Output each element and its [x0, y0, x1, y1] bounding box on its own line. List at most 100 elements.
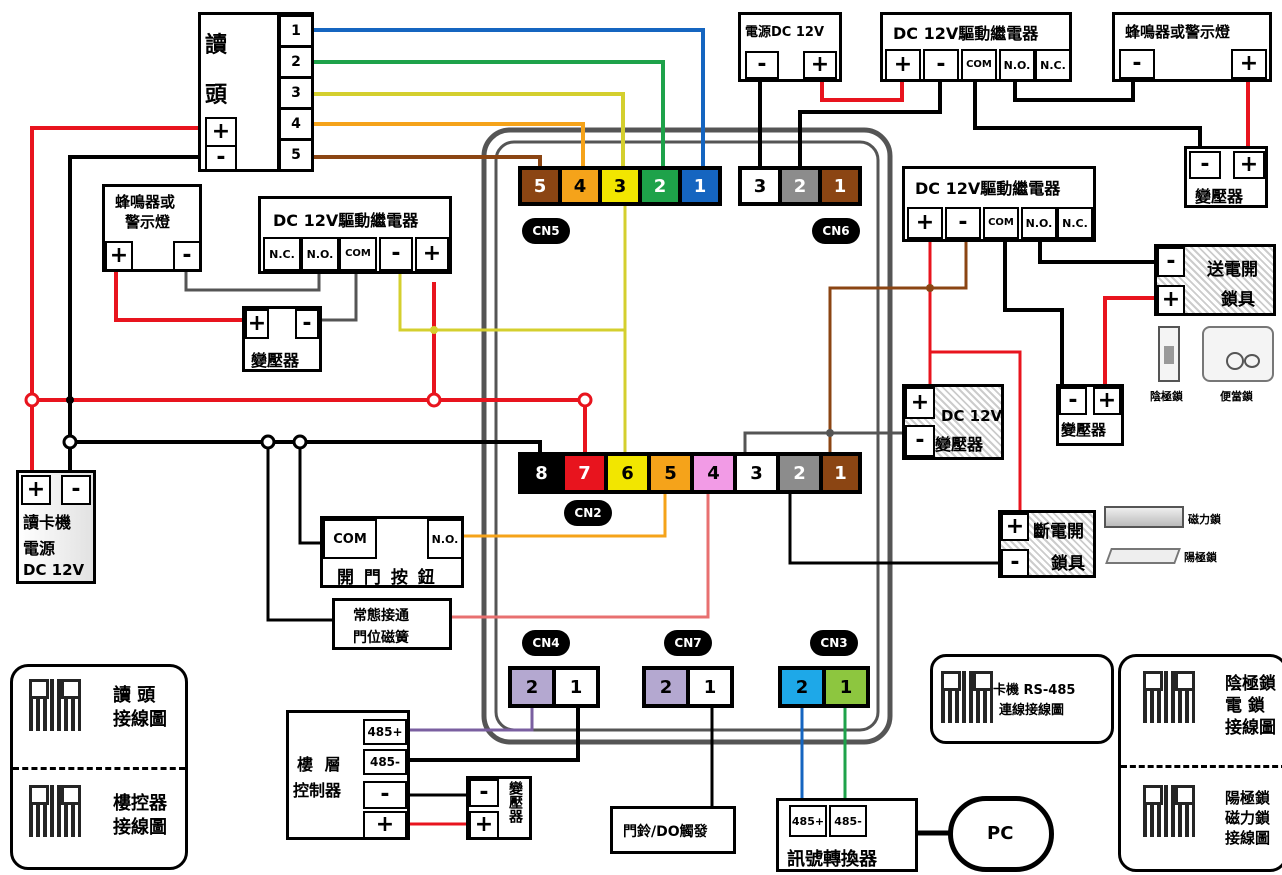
cn2-pin-1: 1: [821, 454, 860, 492]
cn2-pin-6: 6: [606, 454, 649, 492]
floor-controller-label-1: 樓 層: [297, 755, 344, 774]
cn5-pin-4: 4: [560, 168, 600, 204]
relay-right-title: DC 12V驅動繼電器: [915, 179, 1061, 198]
cn3-connector: 2 1: [778, 666, 870, 708]
qr-mid-line2: 連線接線圖: [999, 703, 1065, 718]
buzzer-left-title-2: 警示燈: [125, 213, 171, 231]
cn7-pin-1: 1: [688, 668, 732, 706]
card-power-plus: +: [21, 475, 51, 505]
qr-right-item1-line1: 陰極鎖: [1225, 674, 1276, 694]
card-power-label-1: 讀卡機: [23, 513, 72, 532]
magnetic-lock-image: [1104, 506, 1184, 528]
transformer-l-plus: +: [245, 309, 269, 339]
cn6-pin-2: 2: [780, 168, 820, 204]
cn4-pin-2: 2: [510, 668, 554, 706]
door-sensor-label-2: 門位磁簧: [353, 630, 409, 646]
converter-485minus: 485-: [829, 805, 867, 837]
relay-right-no: N.O.: [1021, 207, 1057, 239]
cn7-connector: 2 1: [642, 666, 734, 708]
card-power-minus: -: [61, 475, 91, 505]
relay-top-minus: -: [923, 49, 959, 81]
qr-left-divider: [13, 767, 185, 770]
dc-transformer: + - DC 12V 變壓器: [902, 384, 1004, 460]
relay-top: DC 12V驅動繼電器 + - COM N.O. N.C.: [880, 12, 1072, 82]
cn4-connector: 2 1: [508, 666, 600, 708]
transformer-r-minus: -: [1059, 387, 1087, 415]
lock-on-plus: +: [1157, 285, 1185, 315]
open-button-com: COM: [323, 519, 377, 559]
cn5-pin-1: 1: [680, 168, 720, 204]
lock-on-minus: -: [1157, 247, 1185, 277]
floor-controller-minus: -: [363, 781, 407, 809]
card-reader-power: + - 讀卡機 電源 DC 12V: [16, 470, 96, 584]
reader-pin-4: 4: [279, 108, 313, 140]
signal-converter: 485+ 485- 訊號轉換器: [776, 798, 918, 872]
transformer-right: - + 變壓器: [1056, 384, 1124, 446]
cn6-pin-3: 3: [740, 168, 780, 204]
qr-right-item1-line3: 接線圖: [1225, 718, 1276, 738]
buzzer-top: 蜂鳴器或警示燈 - +: [1112, 12, 1272, 82]
transformer-l-minus: -: [295, 309, 319, 339]
floor-transformer-minus: -: [469, 779, 499, 807]
reader-pin-5: 5: [279, 139, 313, 171]
cn6-pin-1: 1: [820, 168, 860, 204]
relay-left-plus: +: [415, 237, 449, 271]
wire-yellow: [313, 92, 625, 166]
cn2-pin-2: 2: [778, 454, 821, 492]
qr-right-item2-line3: 接線圖: [1225, 829, 1271, 847]
cn2-pin-5: 5: [649, 454, 692, 492]
qr-panel-mid: 卡機 RS-485 連線接線圖: [930, 654, 1114, 744]
buzzer-left-title-1: 蜂鳴器或: [115, 193, 176, 211]
cn3-label: CN3: [810, 630, 858, 656]
buzzer-top-title: 蜂鳴器或警示燈: [1125, 23, 1231, 41]
lock-off-label-1: 斷電開: [1033, 522, 1084, 542]
qr-left-item1-line2: 接線圖: [113, 709, 167, 730]
transformer-r-plus: +: [1093, 387, 1121, 415]
relay-right-plus: +: [907, 207, 943, 239]
relay-left-no: N.O.: [301, 237, 339, 271]
reader-head: 讀 頭 + - 1 2 3 4 5: [198, 12, 314, 172]
lock-on-label-1: 送電開: [1207, 260, 1258, 280]
buzzer-top-minus: -: [1119, 49, 1155, 79]
dc-transformer-minus: -: [905, 425, 935, 457]
buzzer-left-plus: +: [105, 241, 133, 271]
reader-plus: +: [205, 117, 237, 147]
cn6-label: CN6: [812, 218, 860, 244]
transformer-top-right: - + 變壓器: [1184, 146, 1268, 208]
relay-top-title: DC 12V驅動繼電器: [893, 24, 1039, 43]
relay-left: DC 12V驅動繼電器 N.C. N.O. COM - +: [258, 196, 452, 274]
cn3-pin-2: 2: [780, 668, 824, 706]
lock-off-label-2: 鎖具: [1051, 554, 1085, 574]
strike-lock-image: [1158, 326, 1180, 382]
dc-transformer-label-2: 變壓器: [935, 435, 984, 454]
floor-controller-label-2: 控制器: [293, 781, 342, 800]
cn2-label: CN2: [564, 500, 612, 526]
relay-top-no: N.O.: [999, 49, 1035, 81]
dc-transformer-label-1: DC 12V: [941, 407, 1003, 425]
lock-off-minus: -: [1001, 549, 1029, 577]
floor-transformer-label: 變壓器: [507, 781, 523, 823]
qr-code-icon: [29, 679, 81, 731]
open-button-no: N.O.: [427, 519, 463, 559]
cn2-pin-7: 7: [563, 454, 606, 492]
power-supply-plus: +: [803, 51, 837, 79]
lock-on-power: - + 送電開 鎖具: [1154, 244, 1276, 316]
qr-panel-left: 讀 頭 接線圖 樓控器 接線圖: [10, 664, 188, 870]
qr-right-item2-line1: 陽極鎖: [1225, 789, 1271, 807]
lock-on-label-2: 鎖具: [1221, 290, 1255, 310]
reader-label-2: 頭: [205, 83, 228, 108]
cn5-pin-5: 5: [520, 168, 560, 204]
floor-transformer: - + 變壓器: [466, 776, 532, 840]
qr-mid-line1: 卡機 RS-485: [993, 683, 1076, 698]
transformer-tr-label: 變壓器: [1195, 187, 1244, 206]
wire-orange: [313, 122, 585, 166]
converter-485plus: 485+: [789, 805, 827, 837]
cn2-pin-4: 4: [692, 454, 735, 492]
cn5-connector: 5 4 3 2 1: [518, 166, 722, 206]
card-power-label-3: DC 12V: [23, 561, 85, 579]
lock-off-plus: +: [1001, 513, 1029, 541]
relay-right-minus: -: [945, 207, 981, 239]
cn6-connector: 3 2 1: [738, 166, 862, 206]
strike-lock-label: 陰極鎖: [1150, 390, 1183, 403]
floor-controller-485minus: 485-: [363, 749, 407, 775]
